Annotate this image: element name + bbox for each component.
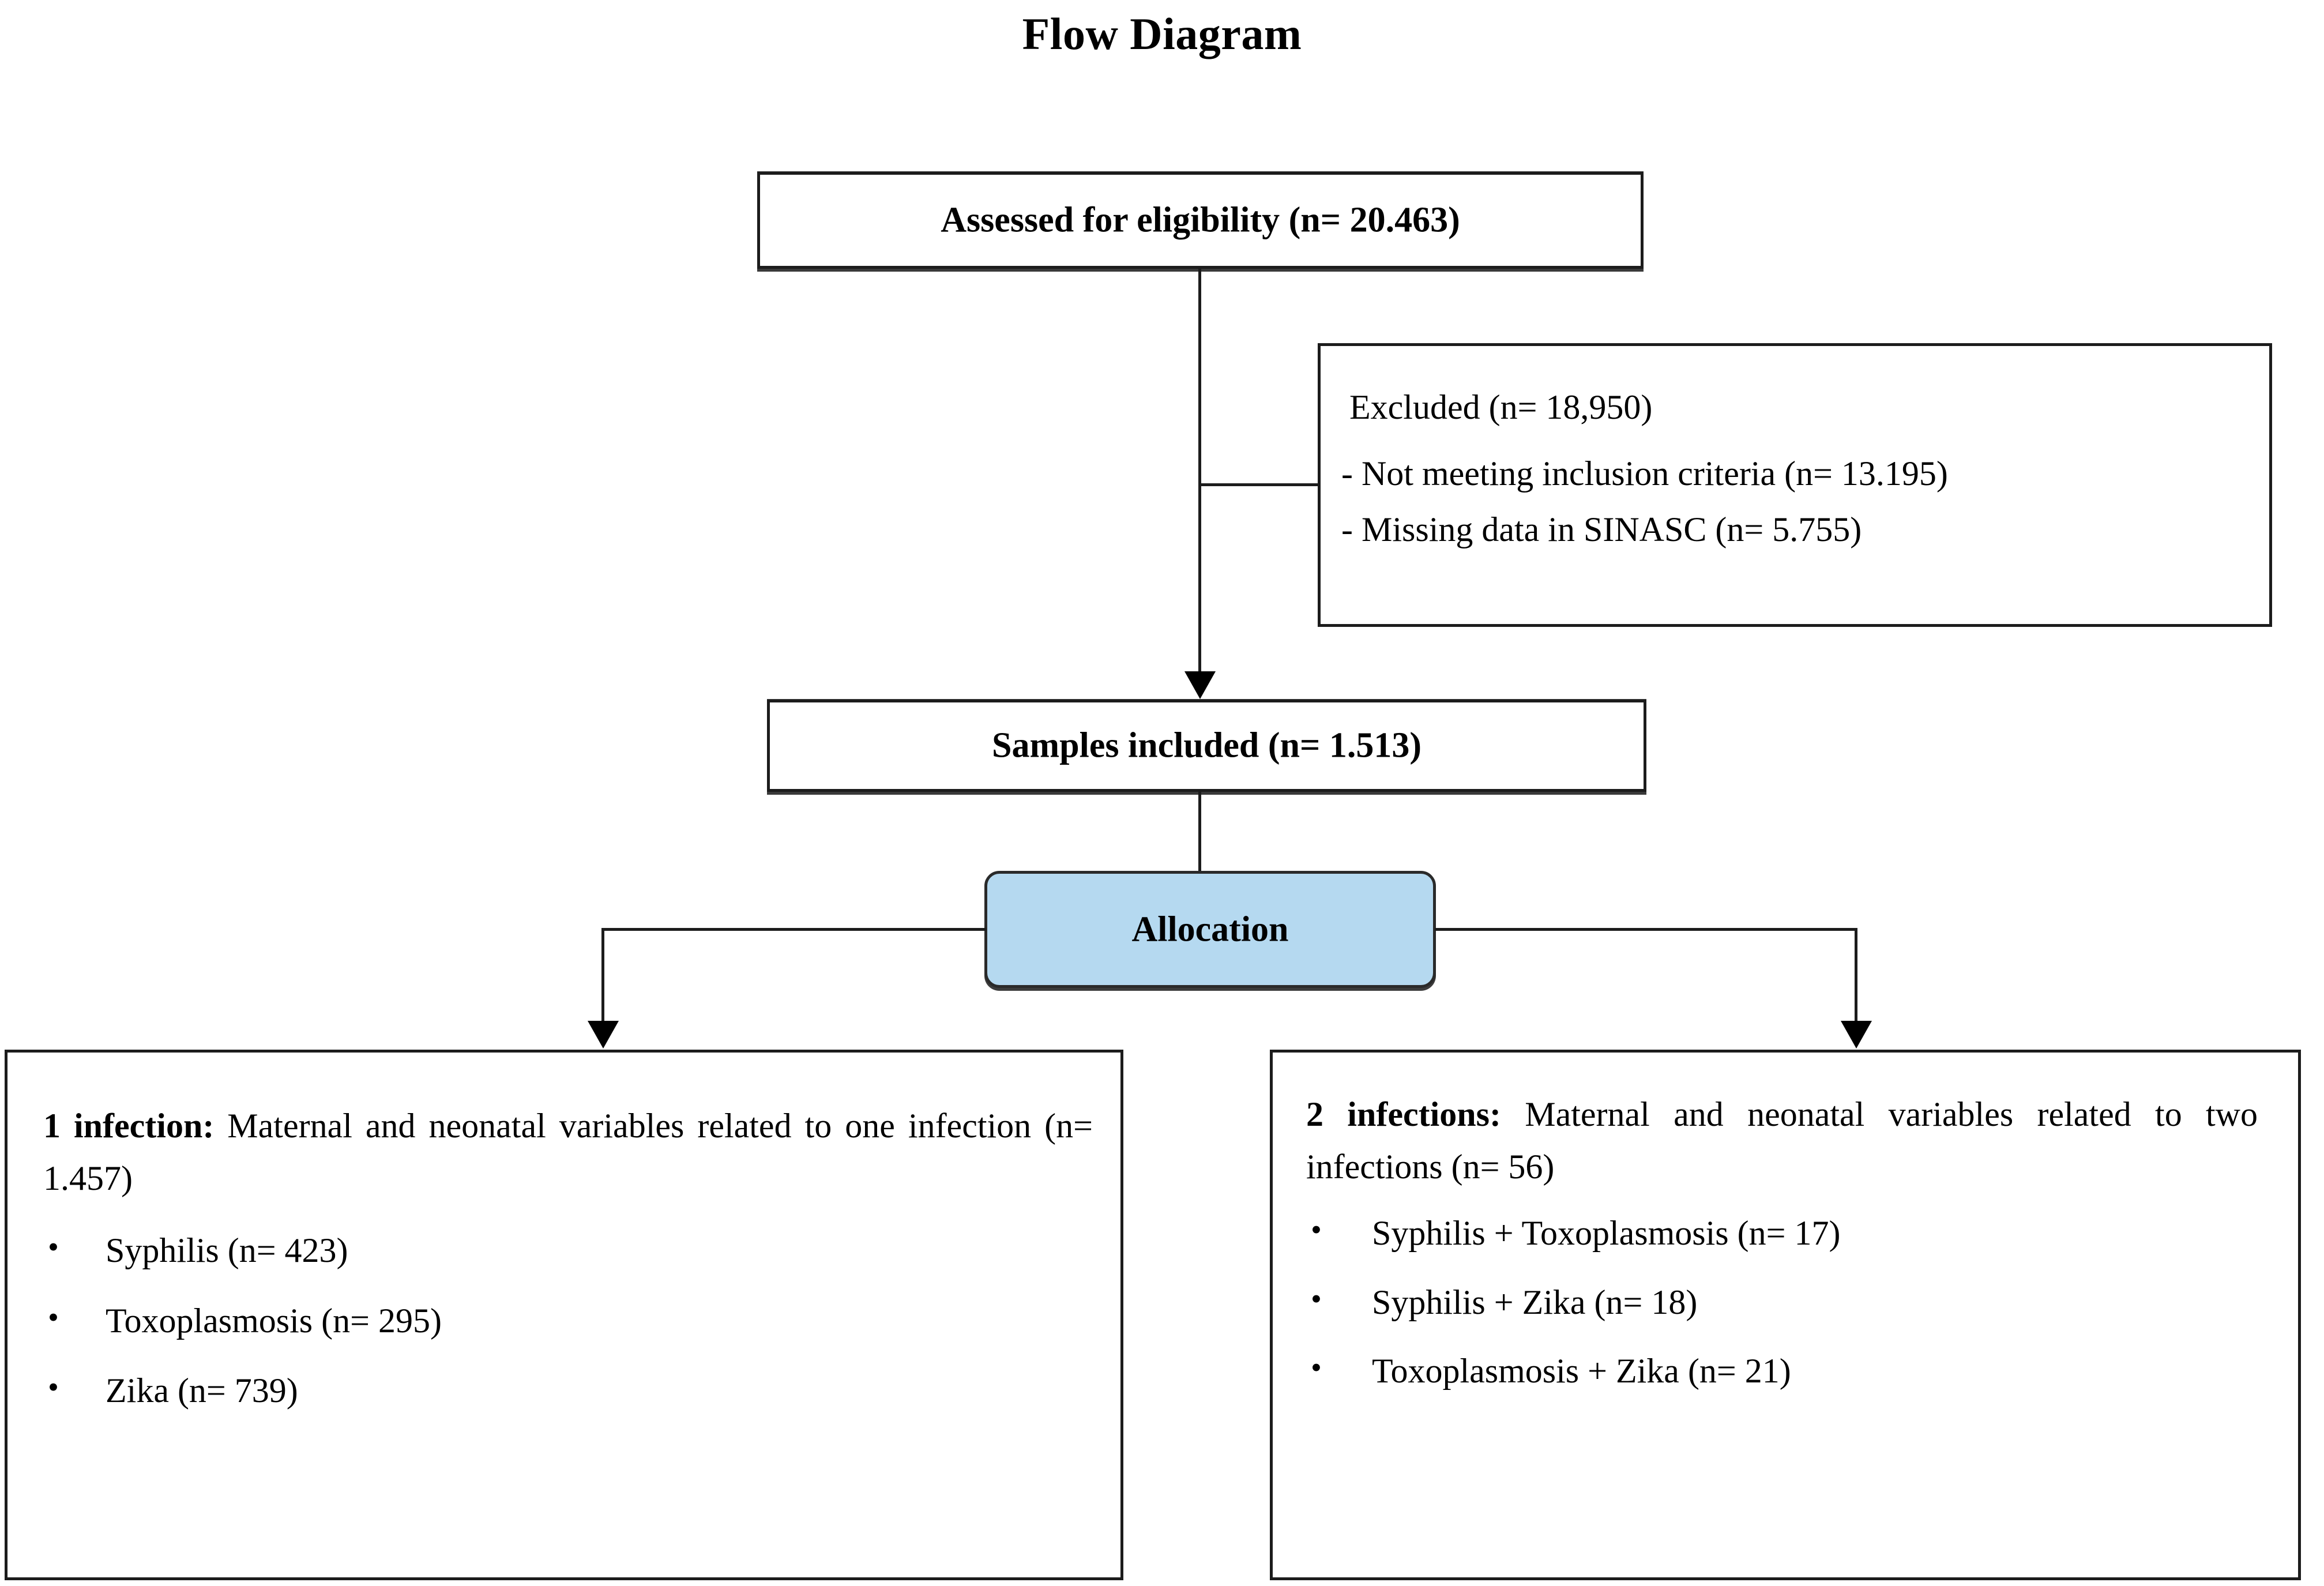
node-two-infections: 2 infections: Maternal and neonatal vari… bbox=[1270, 1050, 2301, 1580]
node-samples-included: Samples included (n= 1.513) bbox=[767, 700, 1646, 792]
bullet-icon: • bbox=[48, 1299, 59, 1335]
connector-allocation-left bbox=[603, 928, 986, 931]
node-samples-included-label: Samples included (n= 1.513) bbox=[992, 726, 1422, 765]
one-infection-bullet-1: Syphilis (n= 423) bbox=[106, 1231, 348, 1270]
two-infections-lead: 2 infections: bbox=[1306, 1095, 1501, 1133]
connector-eligibility-to-samples bbox=[1198, 269, 1201, 672]
two-infections-bullet-2: Syphilis + Zika (n= 18) bbox=[1372, 1283, 1698, 1321]
page-title: Flow Diagram bbox=[1022, 9, 1302, 59]
bullet-icon: • bbox=[1311, 1212, 1322, 1247]
excluded-item-2: - Missing data in SINASC (n= 5.755) bbox=[1341, 510, 1862, 549]
node-one-infection: 1 infection: Maternal and neonatal varia… bbox=[5, 1050, 1123, 1580]
excluded-heading: Excluded (n= 18,950) bbox=[1349, 388, 1653, 426]
connector-allocation-right bbox=[1435, 928, 1857, 931]
connector-samples-to-allocation bbox=[1198, 792, 1201, 874]
two-infections-content: 2 infections: Maternal and neonatal vari… bbox=[1306, 1088, 2258, 1414]
two-infections-bullet-list: • Syphilis + Toxoplasmosis (n= 17) • Syph… bbox=[1306, 1207, 2258, 1397]
one-infection-heading: 1 infection: Maternal and neonatal varia… bbox=[43, 1100, 1093, 1205]
excluded-content: Excluded (n= 18,950) - Not meeting inclu… bbox=[1341, 379, 2255, 558]
one-infection-bullet-3: Zika (n= 739) bbox=[106, 1371, 298, 1410]
list-item: • Syphilis + Zika (n= 18) bbox=[1306, 1276, 2258, 1329]
list-item: • Toxoplasmosis (n= 295) bbox=[43, 1295, 1093, 1347]
two-infections-description: Maternal and neonatal variables related … bbox=[1306, 1095, 2258, 1186]
node-assessed-for-eligibility-label: Assessed for eligibility (n= 20.463) bbox=[941, 200, 1460, 240]
list-item: • Toxoplasmosis + Zika (n= 21) bbox=[1306, 1345, 2258, 1397]
excluded-item-1: - Not meeting inclusion criteria (n= 13.… bbox=[1341, 454, 1948, 493]
one-infection-content: 1 infection: Maternal and neonatal varia… bbox=[43, 1100, 1093, 1434]
two-infections-heading: 2 infections: Maternal and neonatal vari… bbox=[1306, 1088, 2258, 1193]
node-assessed-for-eligibility: Assessed for eligibility (n= 20.463) bbox=[757, 172, 1644, 269]
one-infection-bullet-list: • Syphilis (n= 423) • Toxoplasmosis (n= 29… bbox=[43, 1224, 1093, 1417]
bullet-icon: • bbox=[48, 1369, 59, 1404]
arrowhead-into-two-infections bbox=[1841, 1021, 1872, 1048]
node-allocation-label: Allocation bbox=[1131, 909, 1289, 949]
two-infections-bullet-1: Syphilis + Toxoplasmosis (n= 17) bbox=[1372, 1214, 1841, 1253]
connector-right-down bbox=[1855, 928, 1857, 1022]
two-infections-bullet-3: Toxoplasmosis + Zika (n= 21) bbox=[1372, 1351, 1791, 1390]
one-infection-description: Maternal and neonatal variables related … bbox=[43, 1107, 1093, 1198]
list-item: • Syphilis (n= 423) bbox=[43, 1224, 1093, 1277]
connector-left-down bbox=[601, 928, 604, 1022]
node-excluded: Excluded (n= 18,950) - Not meeting inclu… bbox=[1318, 343, 2272, 627]
list-item: • Syphilis + Toxoplasmosis (n= 17) bbox=[1306, 1207, 2258, 1260]
arrowhead-into-one-infection bbox=[588, 1021, 619, 1048]
list-item: • Zika (n= 739) bbox=[43, 1365, 1093, 1417]
bullet-icon: • bbox=[1311, 1350, 1322, 1385]
connector-to-excluded bbox=[1198, 483, 1321, 486]
bullet-icon: • bbox=[1311, 1281, 1322, 1316]
bullet-icon: • bbox=[48, 1230, 59, 1265]
node-allocation: Allocation bbox=[984, 871, 1436, 988]
one-infection-bullet-2: Toxoplasmosis (n= 295) bbox=[106, 1301, 442, 1340]
one-infection-lead: 1 infection: bbox=[43, 1107, 215, 1145]
arrowhead-into-samples bbox=[1184, 671, 1216, 699]
